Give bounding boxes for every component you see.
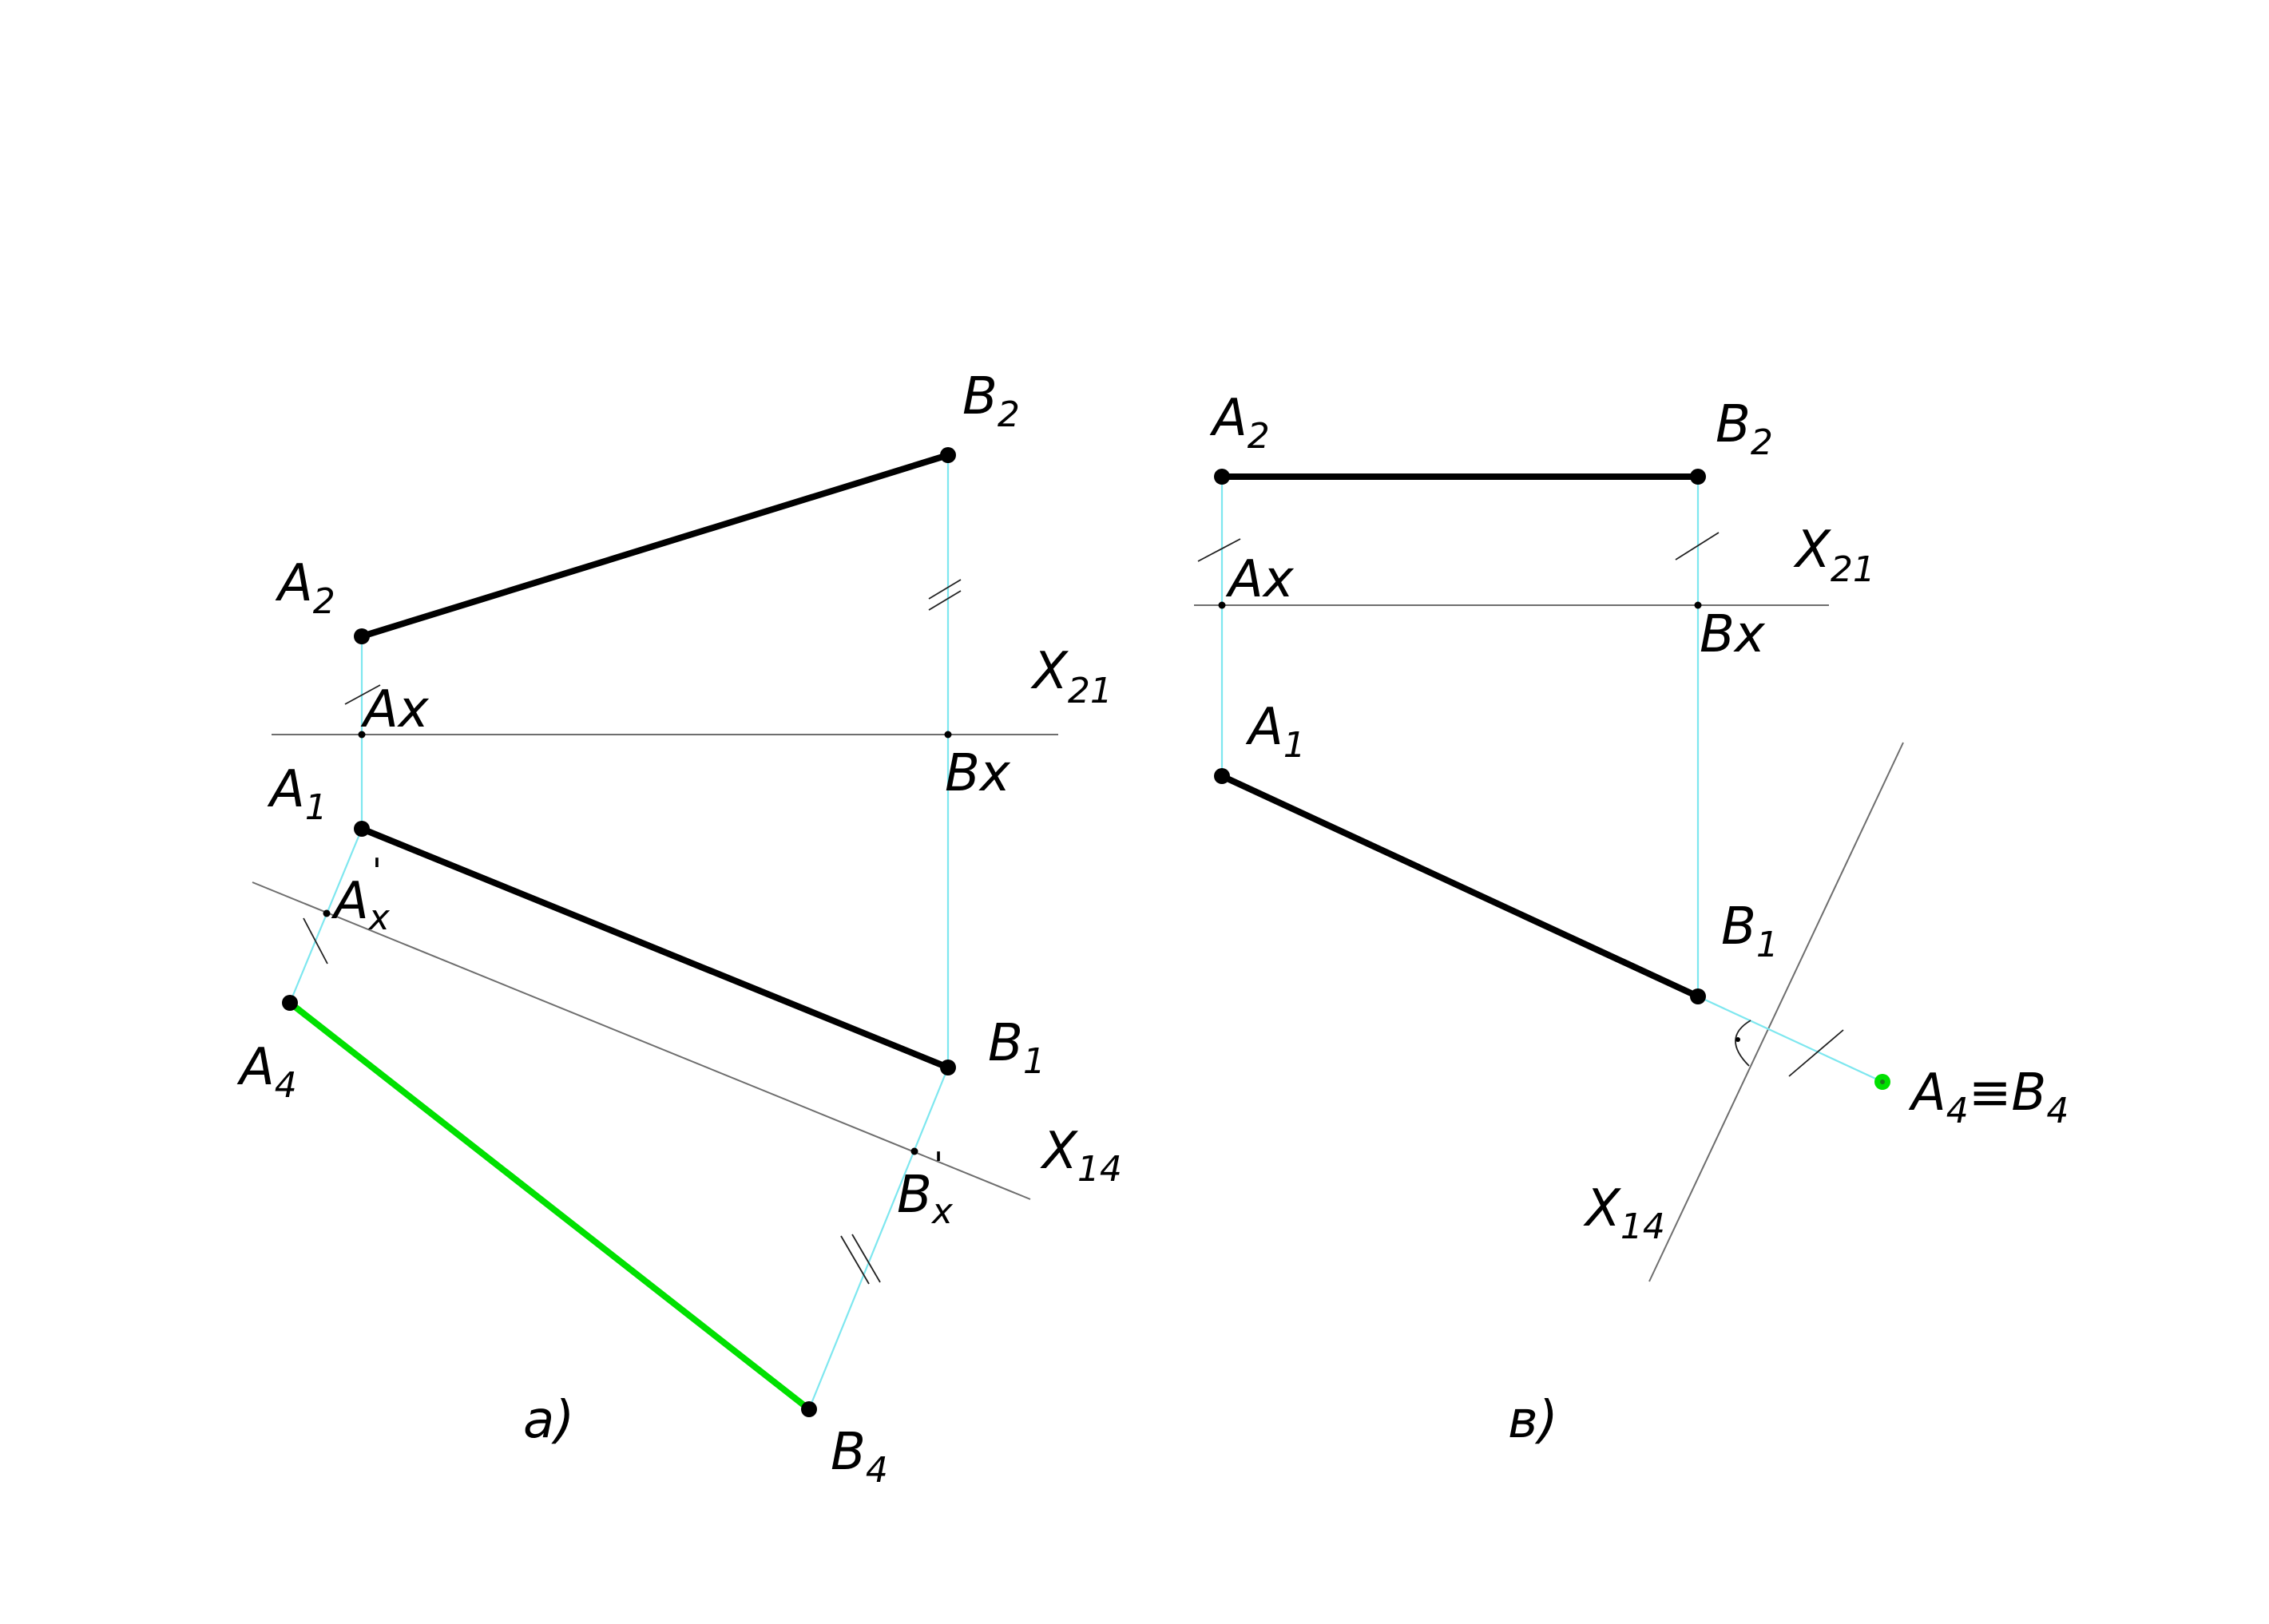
label-bx-b: Bx [1700, 605, 1766, 664]
label-a4-b4: A4≡B4 [1908, 1064, 2069, 1131]
point-bx-prime [910, 1147, 918, 1155]
label-a4: A4 [236, 1038, 297, 1106]
axis-x14-a [252, 881, 1031, 1200]
tick-b2-link-2 [928, 590, 962, 611]
point-b4 [801, 1401, 817, 1417]
point-a2-b [1214, 469, 1230, 485]
segment-a1-b1 [359, 826, 951, 1071]
segment-a1-b1-b [1219, 773, 1701, 1000]
tick-b4-link-1 [840, 1235, 870, 1285]
right-angle-mark [1735, 1020, 1751, 1067]
point-a4b4-center [1880, 1079, 1885, 1084]
label-bx-prime: Bx' [897, 1145, 954, 1232]
tick-a2-link-b [1197, 538, 1241, 562]
label-ax-prime: Ax' [331, 851, 391, 938]
point-a2 [354, 628, 370, 644]
label-ax: Ax [360, 680, 430, 739]
label-a2-b: A2 [1209, 389, 1270, 457]
tick-a4-link [303, 917, 328, 964]
point-a4 [282, 995, 298, 1011]
label-x14-b: X14 [1583, 1179, 1665, 1247]
tick-b2-link-1 [928, 579, 962, 600]
label-b1-b: B1 [1721, 897, 1779, 965]
caption-b: в) [1508, 1391, 1558, 1450]
label-x21-b: X21 [1793, 521, 1875, 590]
point-a1 [354, 821, 370, 837]
point-bx [944, 731, 952, 739]
caption-a: a) [523, 1391, 574, 1450]
link-b1-a4b4 [1697, 996, 1883, 1083]
label-b2-b: B2 [1716, 395, 1773, 463]
label-a1-b: A1 [1245, 698, 1306, 766]
label-b4: B4 [831, 1423, 888, 1491]
point-b2-b [1690, 469, 1706, 485]
label-bx: Bx [945, 744, 1011, 803]
label-a2: A2 [275, 554, 335, 622]
label-ax-b: Ax [1225, 550, 1295, 609]
tick-b4-link-2 [851, 1234, 881, 1283]
label-b1: B1 [988, 1014, 1045, 1082]
point-ax-prime [323, 909, 331, 917]
label-a1: A1 [267, 760, 327, 828]
figure-b: A2 B2 X21 Ax Bx A1 B1 A4≡B4 X14 в) [1194, 389, 2069, 1450]
tick-b2-link-b [1675, 532, 1720, 560]
segment-a4-b4-true-length [287, 1000, 812, 1412]
link-b1-b4 [807, 1067, 950, 1410]
label-x21: X21 [1030, 642, 1113, 711]
point-bx-b [1694, 601, 1702, 609]
axis-x14-b [1648, 742, 1904, 1282]
tick-a4b4-link [1788, 1029, 1844, 1077]
point-b1-b [1690, 988, 1706, 1004]
figure-a: A2 B2 Ax X21 Bx A1 Ax' B1 X14 Bx' A4 B4 … [236, 367, 1122, 1491]
tick-a2-link [344, 684, 381, 705]
right-angle-dot [1735, 1037, 1740, 1042]
segment-a2-b2 [359, 452, 951, 640]
point-ax-b [1218, 601, 1226, 609]
point-b2 [940, 447, 956, 463]
point-ax [358, 731, 366, 739]
point-a1-b [1214, 768, 1230, 784]
label-b2: B2 [962, 367, 1020, 435]
point-b1 [940, 1060, 956, 1075]
label-x14: X14 [1040, 1122, 1122, 1190]
